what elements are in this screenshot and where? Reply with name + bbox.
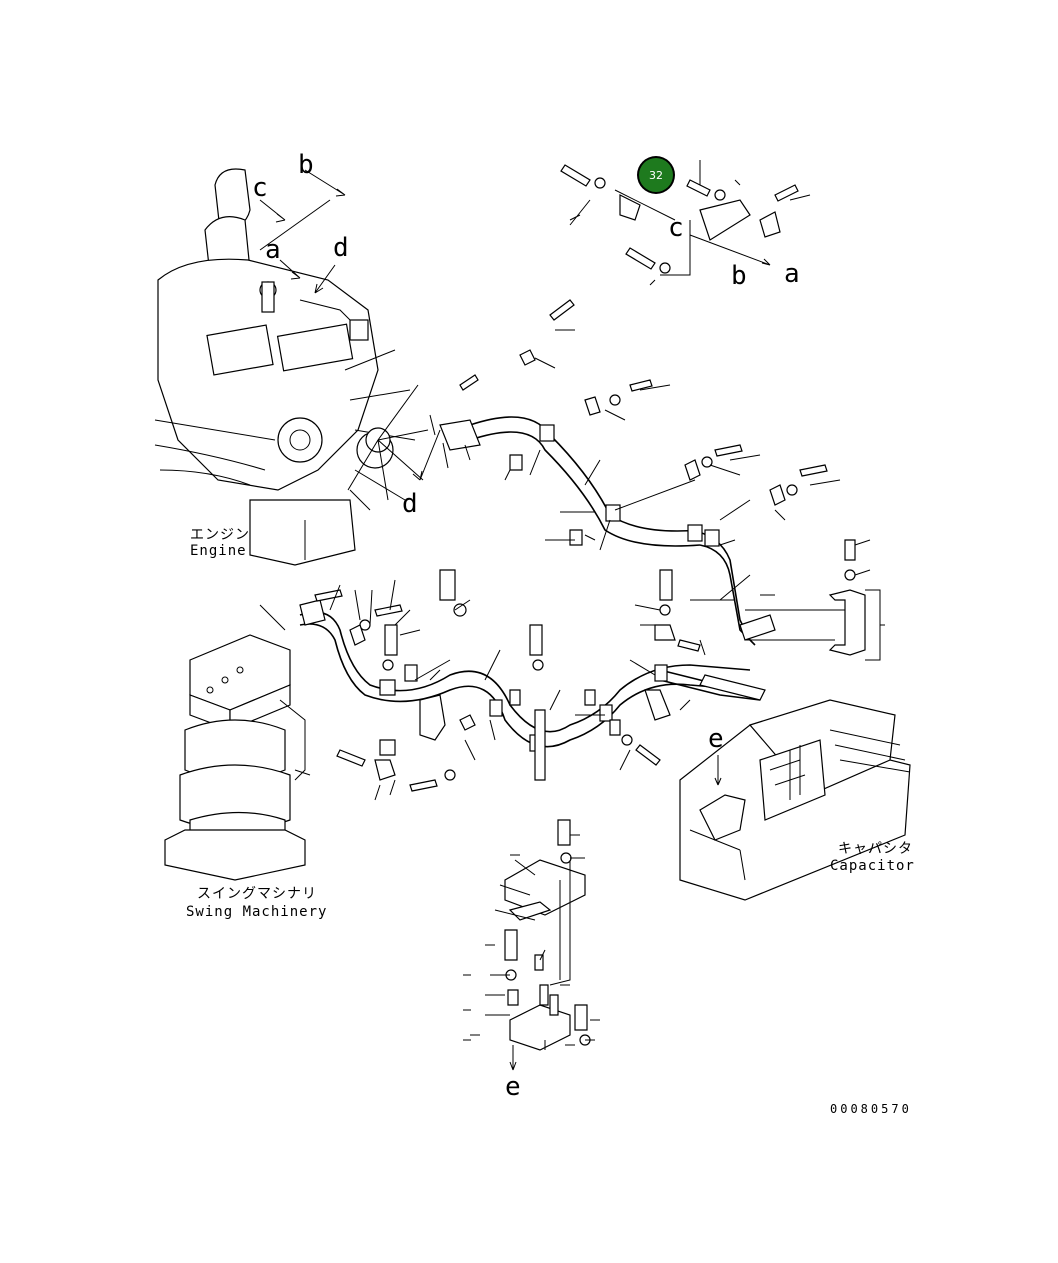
capacitor-label-ja: キャパシタ [838,841,913,857]
capacitor-illustration: e キャパシタ Capacitor [679,699,915,901]
engine-illustration: エンジン Engine [154,168,416,566]
view-letter-c-top: c [252,173,268,203]
callout-number: 32 [649,169,663,182]
upper-hose-run [429,299,841,646]
fan-illustration: d [347,384,441,519]
bracket-detail-top: c b a [560,160,811,291]
swing-machinery-illustration: スイングマシナリ Swing Machinery [164,634,327,920]
view-letter-c-detail: c [668,213,684,243]
view-letter-d-bottom: d [402,489,418,519]
view-letter-e-capacitor: e [708,724,724,754]
capacitor-label-en: Capacitor [830,858,915,874]
view-letter-b-detail: b [731,261,747,291]
view-letter-a-detail: a [784,259,800,289]
engine-label-en: Engine [190,543,247,559]
view-letter-e-bottom: e [505,1072,521,1102]
right-bracket [739,539,885,661]
drawing-number: 00080570 [830,1102,912,1116]
swing-machinery-label-en: Swing Machinery [186,904,327,920]
view-letter-b-top: b [298,150,314,180]
view-letter-d-top: d [333,233,349,263]
engine-view-arrows: b c a d [252,150,349,294]
lower-bracket-assembly: e [463,819,600,1102]
middle-hose-run [259,569,766,801]
view-letter-a-top: a [265,235,281,265]
engine-label-ja: エンジン [190,527,250,543]
callout-badge-32[interactable]: 32 [637,156,675,194]
swing-machinery-label-ja: スイングマシナリ [197,886,317,902]
